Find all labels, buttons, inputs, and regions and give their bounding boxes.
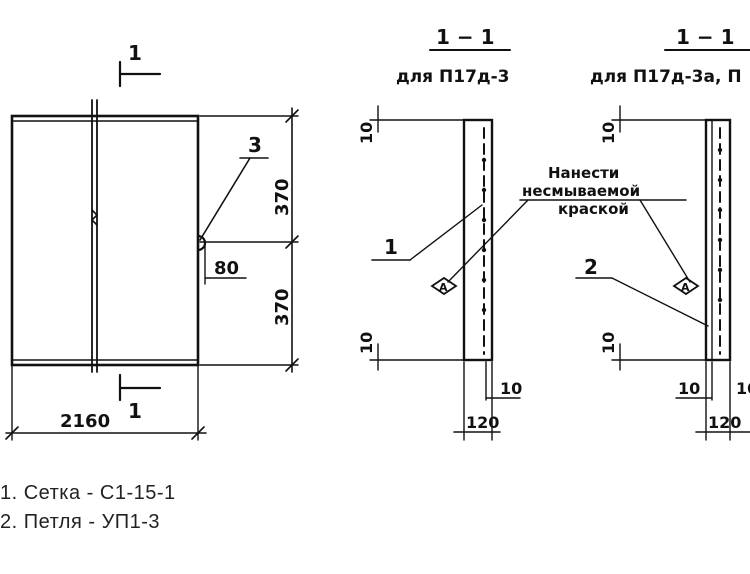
dim-edge-top-right: 10 — [599, 122, 618, 144]
subtitle-left: для П17д-3 — [396, 67, 510, 87]
dim-width-total: 2160 — [60, 411, 110, 432]
dim-edge-bottom-right: 10 — [599, 332, 618, 354]
section-right — [575, 49, 750, 441]
legend-item-mesh: 1. Сетка - С1-15-1 — [0, 482, 176, 504]
note-line-1: Нанести — [548, 164, 619, 182]
mesh-dots — [481, 147, 723, 313]
slab-section-right — [704, 118, 732, 362]
section-title-left: 1 − 1 — [436, 25, 495, 49]
note-leaders — [519, 199, 691, 283]
note-line-3: краской — [558, 200, 629, 218]
section-mark-label-bottom: 1 — [128, 399, 142, 423]
marker-symbol-right: A — [681, 281, 690, 294]
dim-cover-right-b: 10 — [736, 379, 750, 398]
section-title-right: 1 − 1 — [676, 25, 735, 49]
dim-thickness-right: 120 — [708, 413, 741, 432]
dim-top-half: 370 — [272, 178, 293, 216]
dim-loop-offset: 80 — [214, 258, 239, 279]
callout-loop: 3 — [248, 133, 262, 157]
marker-left — [430, 276, 458, 296]
section-mark-label-top: 1 — [128, 41, 142, 65]
legend-item-loop: 2. Петля - УП1-3 — [0, 511, 161, 533]
dim-edge-bottom-left: 10 — [357, 332, 376, 354]
dim-cover-right-a: 10 — [678, 379, 700, 398]
dim-bottom-half: 370 — [272, 288, 293, 326]
panel-outline — [10, 114, 200, 367]
dim-cover-left: 10 — [500, 379, 522, 398]
section-left — [369, 49, 529, 441]
plan-view — [5, 60, 299, 441]
note-line-2: несмываемой — [522, 182, 640, 200]
slab-section-left — [462, 118, 494, 362]
marker-right — [672, 276, 700, 296]
dim-edge-top-left: 10 — [357, 122, 376, 144]
marker-symbol-left: A — [439, 281, 448, 294]
dim-thickness-left: 120 — [466, 413, 499, 432]
subtitle-right: для П17д-3а, П — [590, 67, 742, 87]
callout-loop-right: 2 — [584, 255, 598, 279]
callout-mesh-left: 1 — [384, 235, 398, 259]
